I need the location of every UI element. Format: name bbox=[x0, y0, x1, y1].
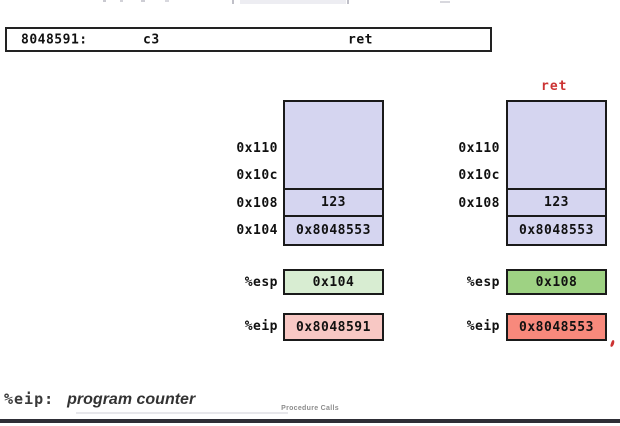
footnote-term: %eip: bbox=[4, 390, 55, 408]
stack-address-label: 0x110 bbox=[236, 141, 278, 156]
ret-annotation: ret bbox=[541, 79, 568, 94]
eip-register-label: %eip bbox=[244, 319, 278, 334]
stack-address-label: 0x10c bbox=[458, 168, 500, 183]
stack-diagram-left: 123 0x8048553 bbox=[283, 100, 384, 246]
top-cutoff-artifact bbox=[103, 0, 106, 2]
esp-register-box-left: 0x104 bbox=[283, 269, 384, 295]
eip-register-value: 0x8048553 bbox=[519, 319, 594, 335]
footnote-underline bbox=[76, 412, 288, 414]
instruction-mnemonic: ret bbox=[348, 32, 373, 47]
eip-register-value: 0x8048591 bbox=[296, 319, 371, 335]
footnote: %eip: program counter bbox=[4, 390, 195, 409]
bottom-bar bbox=[0, 419, 620, 423]
stack-address-label: 0x104 bbox=[236, 223, 278, 238]
red-cursor-mark bbox=[609, 339, 616, 348]
top-cutoff-artifact bbox=[120, 0, 123, 2]
stack-address-label: 0x108 bbox=[236, 196, 278, 211]
top-cutoff-artifact bbox=[347, 0, 349, 4]
stack-diagram-right: 123 0x8048553 bbox=[506, 100, 607, 246]
top-cutoff-artifact bbox=[141, 0, 145, 2]
footnote-definition: program counter bbox=[67, 391, 196, 408]
stack-address-label: 0x110 bbox=[458, 141, 500, 156]
top-cutoff-artifact bbox=[232, 0, 234, 4]
esp-register-label: %esp bbox=[244, 275, 278, 290]
instruction-box: 8048591: c3 ret bbox=[5, 27, 492, 52]
stack-cell-value: 123 bbox=[285, 188, 382, 215]
stack-address-label: 0x108 bbox=[458, 196, 500, 211]
instruction-address: 8048591: bbox=[21, 32, 88, 47]
top-cutoff-artifact bbox=[440, 1, 450, 3]
stack-cell-empty bbox=[508, 102, 605, 188]
stack-cell-value: 123 bbox=[508, 188, 605, 215]
esp-register-label: %esp bbox=[466, 275, 500, 290]
stack-cell-return-address: 0x8048553 bbox=[508, 215, 605, 244]
slide-watermark: Procedure Calls bbox=[281, 405, 339, 412]
eip-register-box-right: 0x8048553 bbox=[506, 313, 607, 341]
eip-register-box-left: 0x8048591 bbox=[283, 313, 384, 341]
esp-register-box-right: 0x108 bbox=[506, 269, 607, 295]
esp-register-value: 0x108 bbox=[535, 274, 578, 290]
instruction-bytes: c3 bbox=[143, 32, 160, 47]
eip-register-label: %eip bbox=[466, 319, 500, 334]
top-cutoff-artifact bbox=[240, 0, 346, 4]
top-cutoff-artifact bbox=[165, 0, 169, 2]
stack-cell-empty bbox=[285, 102, 382, 188]
stack-cell-return-address: 0x8048553 bbox=[285, 215, 382, 244]
esp-register-value: 0x104 bbox=[312, 274, 355, 290]
stack-address-label: 0x10c bbox=[236, 168, 278, 183]
